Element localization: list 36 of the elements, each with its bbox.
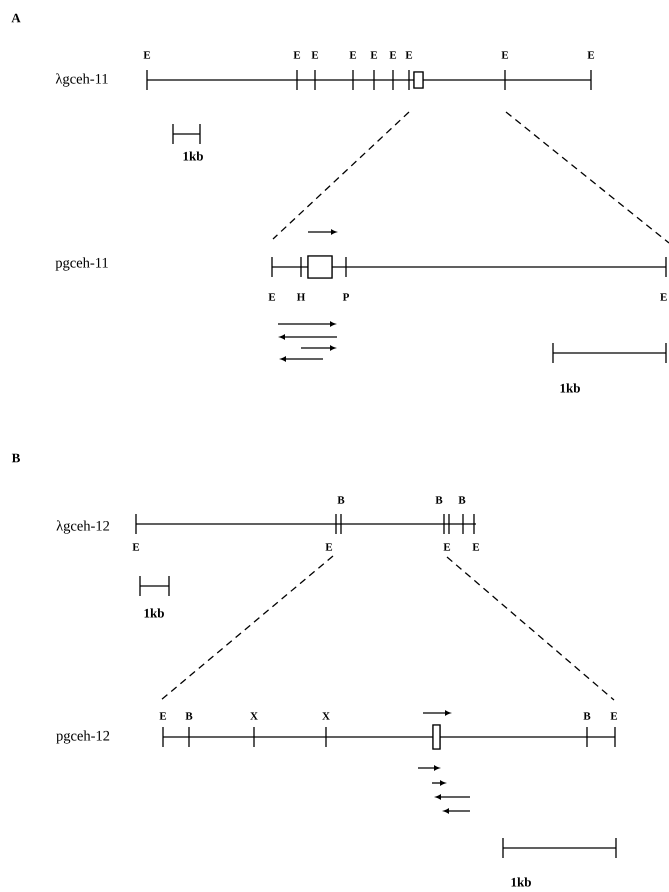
site-label: E [444,543,450,551]
scale-label: 1kb [560,383,580,393]
site-label: E [160,712,166,720]
site-label: X [322,712,330,720]
site-label: B [338,496,344,504]
site-label: E [350,51,356,59]
site-label: E [610,712,618,720]
clone-name: λgceh-12 [56,520,110,534]
site-label: E [326,543,332,551]
clone-name: pgceh-11 [56,257,108,271]
panel-letter: A [11,14,21,22]
site-label: E [370,51,378,59]
site-label: E [390,51,396,59]
clone-name: pgceh-12 [56,730,110,744]
site-label: X [250,712,258,720]
site-label: H [296,293,306,301]
panel-letter: B [12,454,20,462]
clone-name: λgceh-11 [56,73,108,87]
scale-label: 1kb [184,151,203,161]
site-label: E [660,293,667,301]
site-label: E [144,51,150,59]
site-label: B [186,712,192,720]
site-label: E [588,51,594,59]
site-label: B [436,496,442,504]
site-label: E [294,51,300,59]
site-label: B [584,712,590,720]
site-label: B [458,496,466,504]
site-label: E [406,51,412,59]
site-label: E [472,543,480,551]
scale-label: 1kb [512,877,531,887]
site-label: P [342,293,350,301]
scale-label: 1kb [144,608,164,618]
site-label: E [502,51,508,59]
site-label: E [268,293,276,301]
site-label: E [312,51,318,59]
site-label: E [132,543,140,551]
